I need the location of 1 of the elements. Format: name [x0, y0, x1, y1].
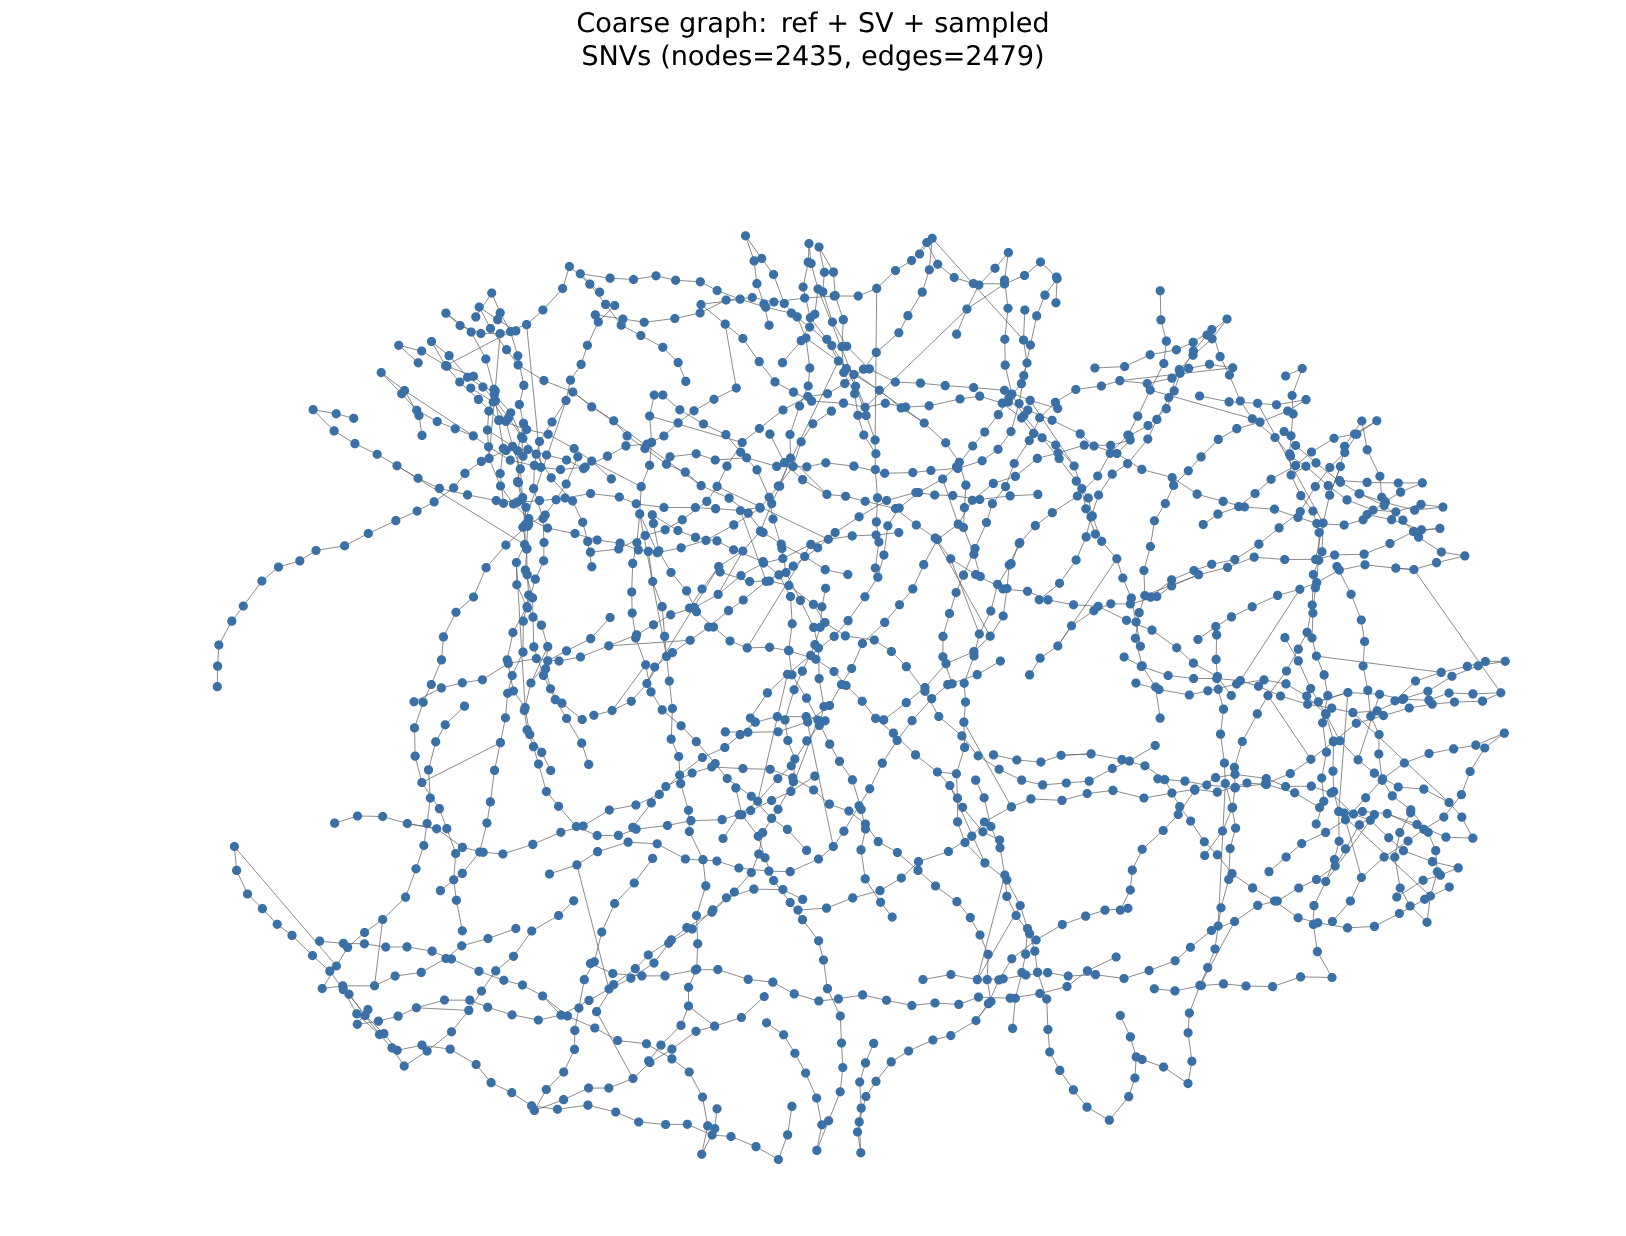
chart-title: Coarse graph: ref + SV + sampled SNVs (nodes=2435, edges=2479): [577, 11, 1048, 71]
